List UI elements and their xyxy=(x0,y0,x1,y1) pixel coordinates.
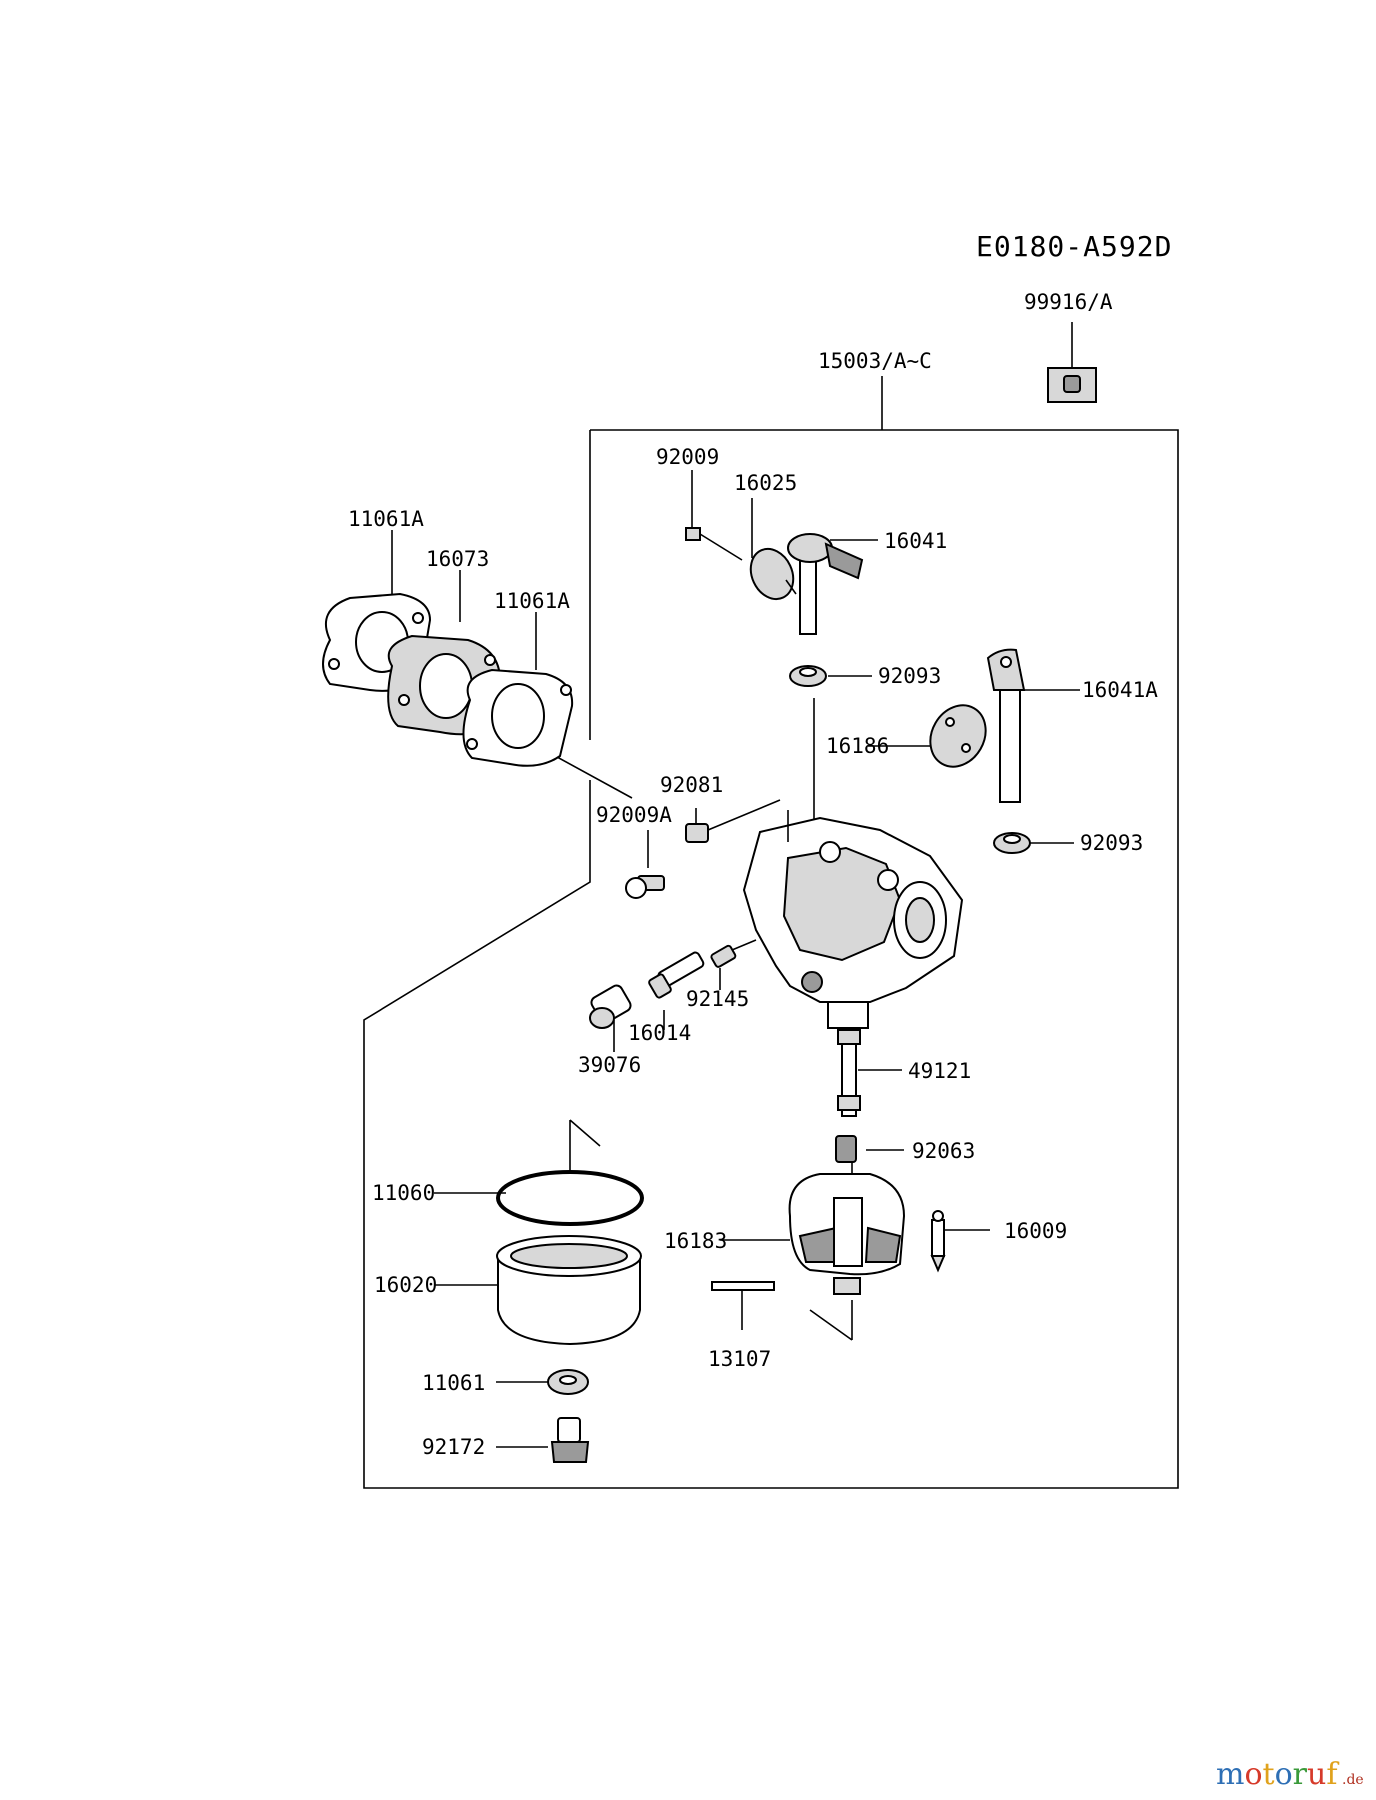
label-39076: 39076 xyxy=(578,1053,641,1077)
label-16025: 16025 xyxy=(734,471,797,495)
spring-92081 xyxy=(685,799,781,843)
label-16183: 16183 xyxy=(664,1229,727,1253)
label-92093-right: 92093 xyxy=(1080,831,1143,855)
label-92093-top: 92093 xyxy=(878,664,941,688)
part-labels: 99916/A 15003/A~C 92009 16025 16041 1106… xyxy=(348,290,1158,1459)
label-15003: 15003/A~C xyxy=(818,349,932,373)
label-92063: 92063 xyxy=(912,1139,975,1163)
logo-letter: o xyxy=(1275,1757,1293,1792)
logo-letter: o xyxy=(1244,1757,1262,1792)
label-16186: 16186 xyxy=(826,734,889,758)
label-16020: 16020 xyxy=(374,1273,437,1297)
choke-plate-16025 xyxy=(749,547,797,601)
label-16014: 16014 xyxy=(628,1021,691,1045)
label-16009: 16009 xyxy=(1004,1219,1067,1243)
label-92172: 92172 xyxy=(422,1435,485,1459)
screw-92009 xyxy=(685,527,743,561)
pin-13107 xyxy=(711,1277,861,1341)
label-92081: 92081 xyxy=(660,773,723,797)
label-11060: 11060 xyxy=(372,1181,435,1205)
carburetor-body xyxy=(742,810,964,1029)
logo-letter: f xyxy=(1326,1757,1339,1792)
label-16073: 16073 xyxy=(426,547,489,571)
o-ring-11060 xyxy=(496,1119,644,1226)
diagram-code: E0180-A592D xyxy=(976,230,1172,263)
label-11061a-mid: 11061A xyxy=(494,589,570,613)
plug-99916a xyxy=(1047,367,1097,403)
cap-39076 xyxy=(589,984,632,1029)
label-92145: 92145 xyxy=(686,987,749,1011)
needle-16009 xyxy=(930,1210,946,1273)
label-13107: 13107 xyxy=(708,1347,771,1371)
label-92009: 92009 xyxy=(656,445,719,469)
jet-92063 xyxy=(835,1135,857,1163)
label-16041a: 16041A xyxy=(1082,678,1158,702)
screw-92009a xyxy=(625,875,665,899)
throttle-plate-16186 xyxy=(929,704,987,768)
label-99916a: 99916/A xyxy=(1024,290,1113,314)
washer-92093-top xyxy=(789,665,827,687)
logo-letter: u xyxy=(1307,1757,1326,1792)
gasket-11061a-mid xyxy=(462,668,574,767)
label-92009a: 92009A xyxy=(596,803,672,827)
pilot-jet-16014 xyxy=(648,951,705,999)
label-11061a-top: 11061A xyxy=(348,507,424,531)
spring-92145 xyxy=(710,939,757,968)
bolt-92172 xyxy=(550,1417,590,1463)
assembly-outline xyxy=(363,429,1179,1489)
label-49121: 49121 xyxy=(908,1059,971,1083)
throttle-shaft-16041a xyxy=(986,648,1026,803)
motoruf-logo: motoruf .de xyxy=(1216,1757,1364,1792)
logo-letter: r xyxy=(1293,1757,1308,1792)
logo-letter: t xyxy=(1263,1757,1275,1792)
nozzle-49121 xyxy=(837,1029,861,1117)
label-16041: 16041 xyxy=(884,529,947,553)
label-11061: 11061 xyxy=(422,1371,485,1395)
svg-text:motoruf: motoruf xyxy=(1216,1757,1339,1792)
choke-shaft-16041 xyxy=(787,533,864,635)
float-bowl-16020 xyxy=(496,1235,642,1346)
float-16183 xyxy=(788,1173,906,1276)
logo-suffix: .de xyxy=(1342,1772,1364,1788)
washer-92093-right xyxy=(993,832,1031,854)
logo-letter: m xyxy=(1216,1757,1244,1792)
gasket-11061 xyxy=(547,1369,589,1395)
